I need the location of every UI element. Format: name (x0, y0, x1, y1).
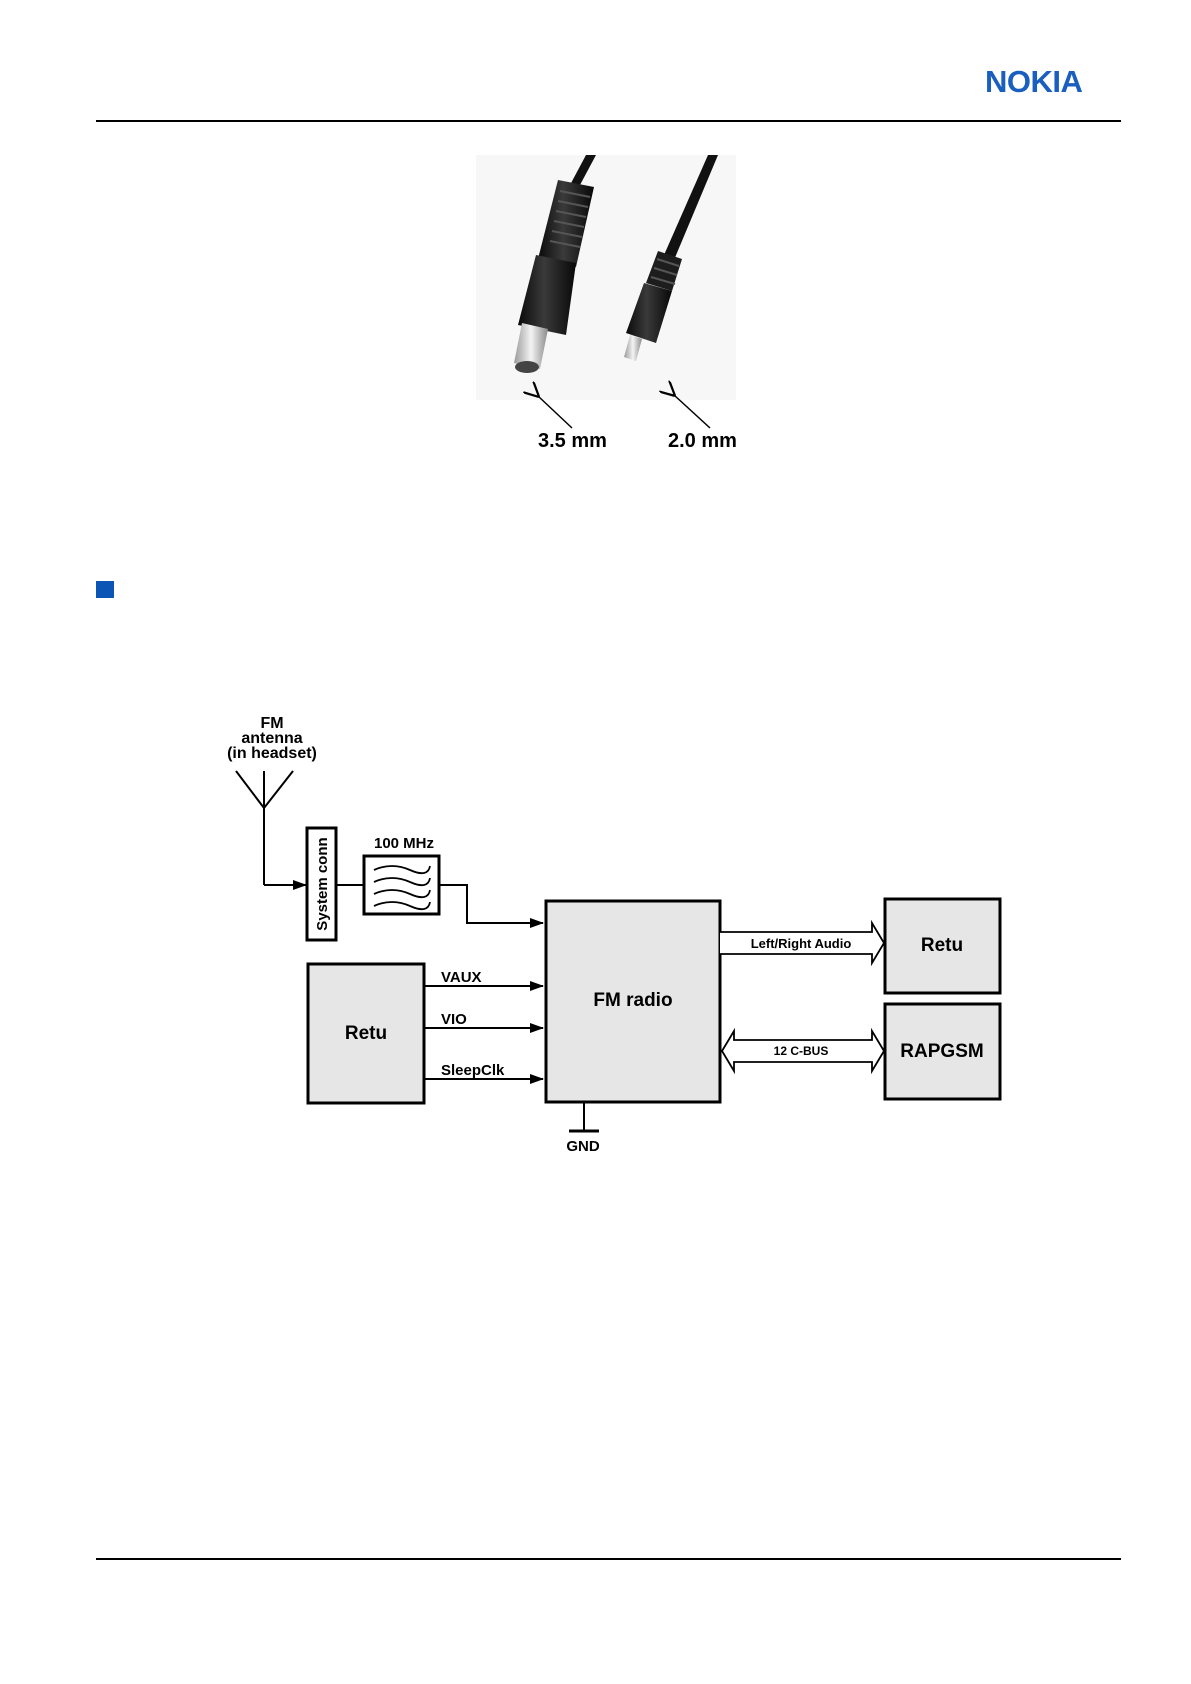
fm-radio-label: FM radio (593, 990, 672, 1011)
cbus-label: 12 C-BUS (774, 1044, 829, 1058)
lr-audio-label: Left/Right Audio (751, 936, 852, 951)
antenna-icon (236, 771, 293, 885)
filter-label: 100 MHz (374, 835, 434, 852)
retu-left-label: Retu (345, 1023, 387, 1044)
gnd-label: GND (566, 1138, 600, 1155)
antenna-label-headset: (in headset) (227, 745, 317, 762)
rapgsm-label: RAPGSM (900, 1041, 983, 1062)
sleepclk-label: SleepClk (441, 1062, 505, 1079)
filter-to-fm-line (439, 885, 543, 923)
retu-right-label: Retu (921, 935, 963, 956)
vio-label: VIO (441, 1011, 467, 1028)
vaux-label: VAUX (441, 969, 482, 986)
footer-rule (96, 1558, 1121, 1560)
system-conn-label: System conn (314, 837, 331, 930)
